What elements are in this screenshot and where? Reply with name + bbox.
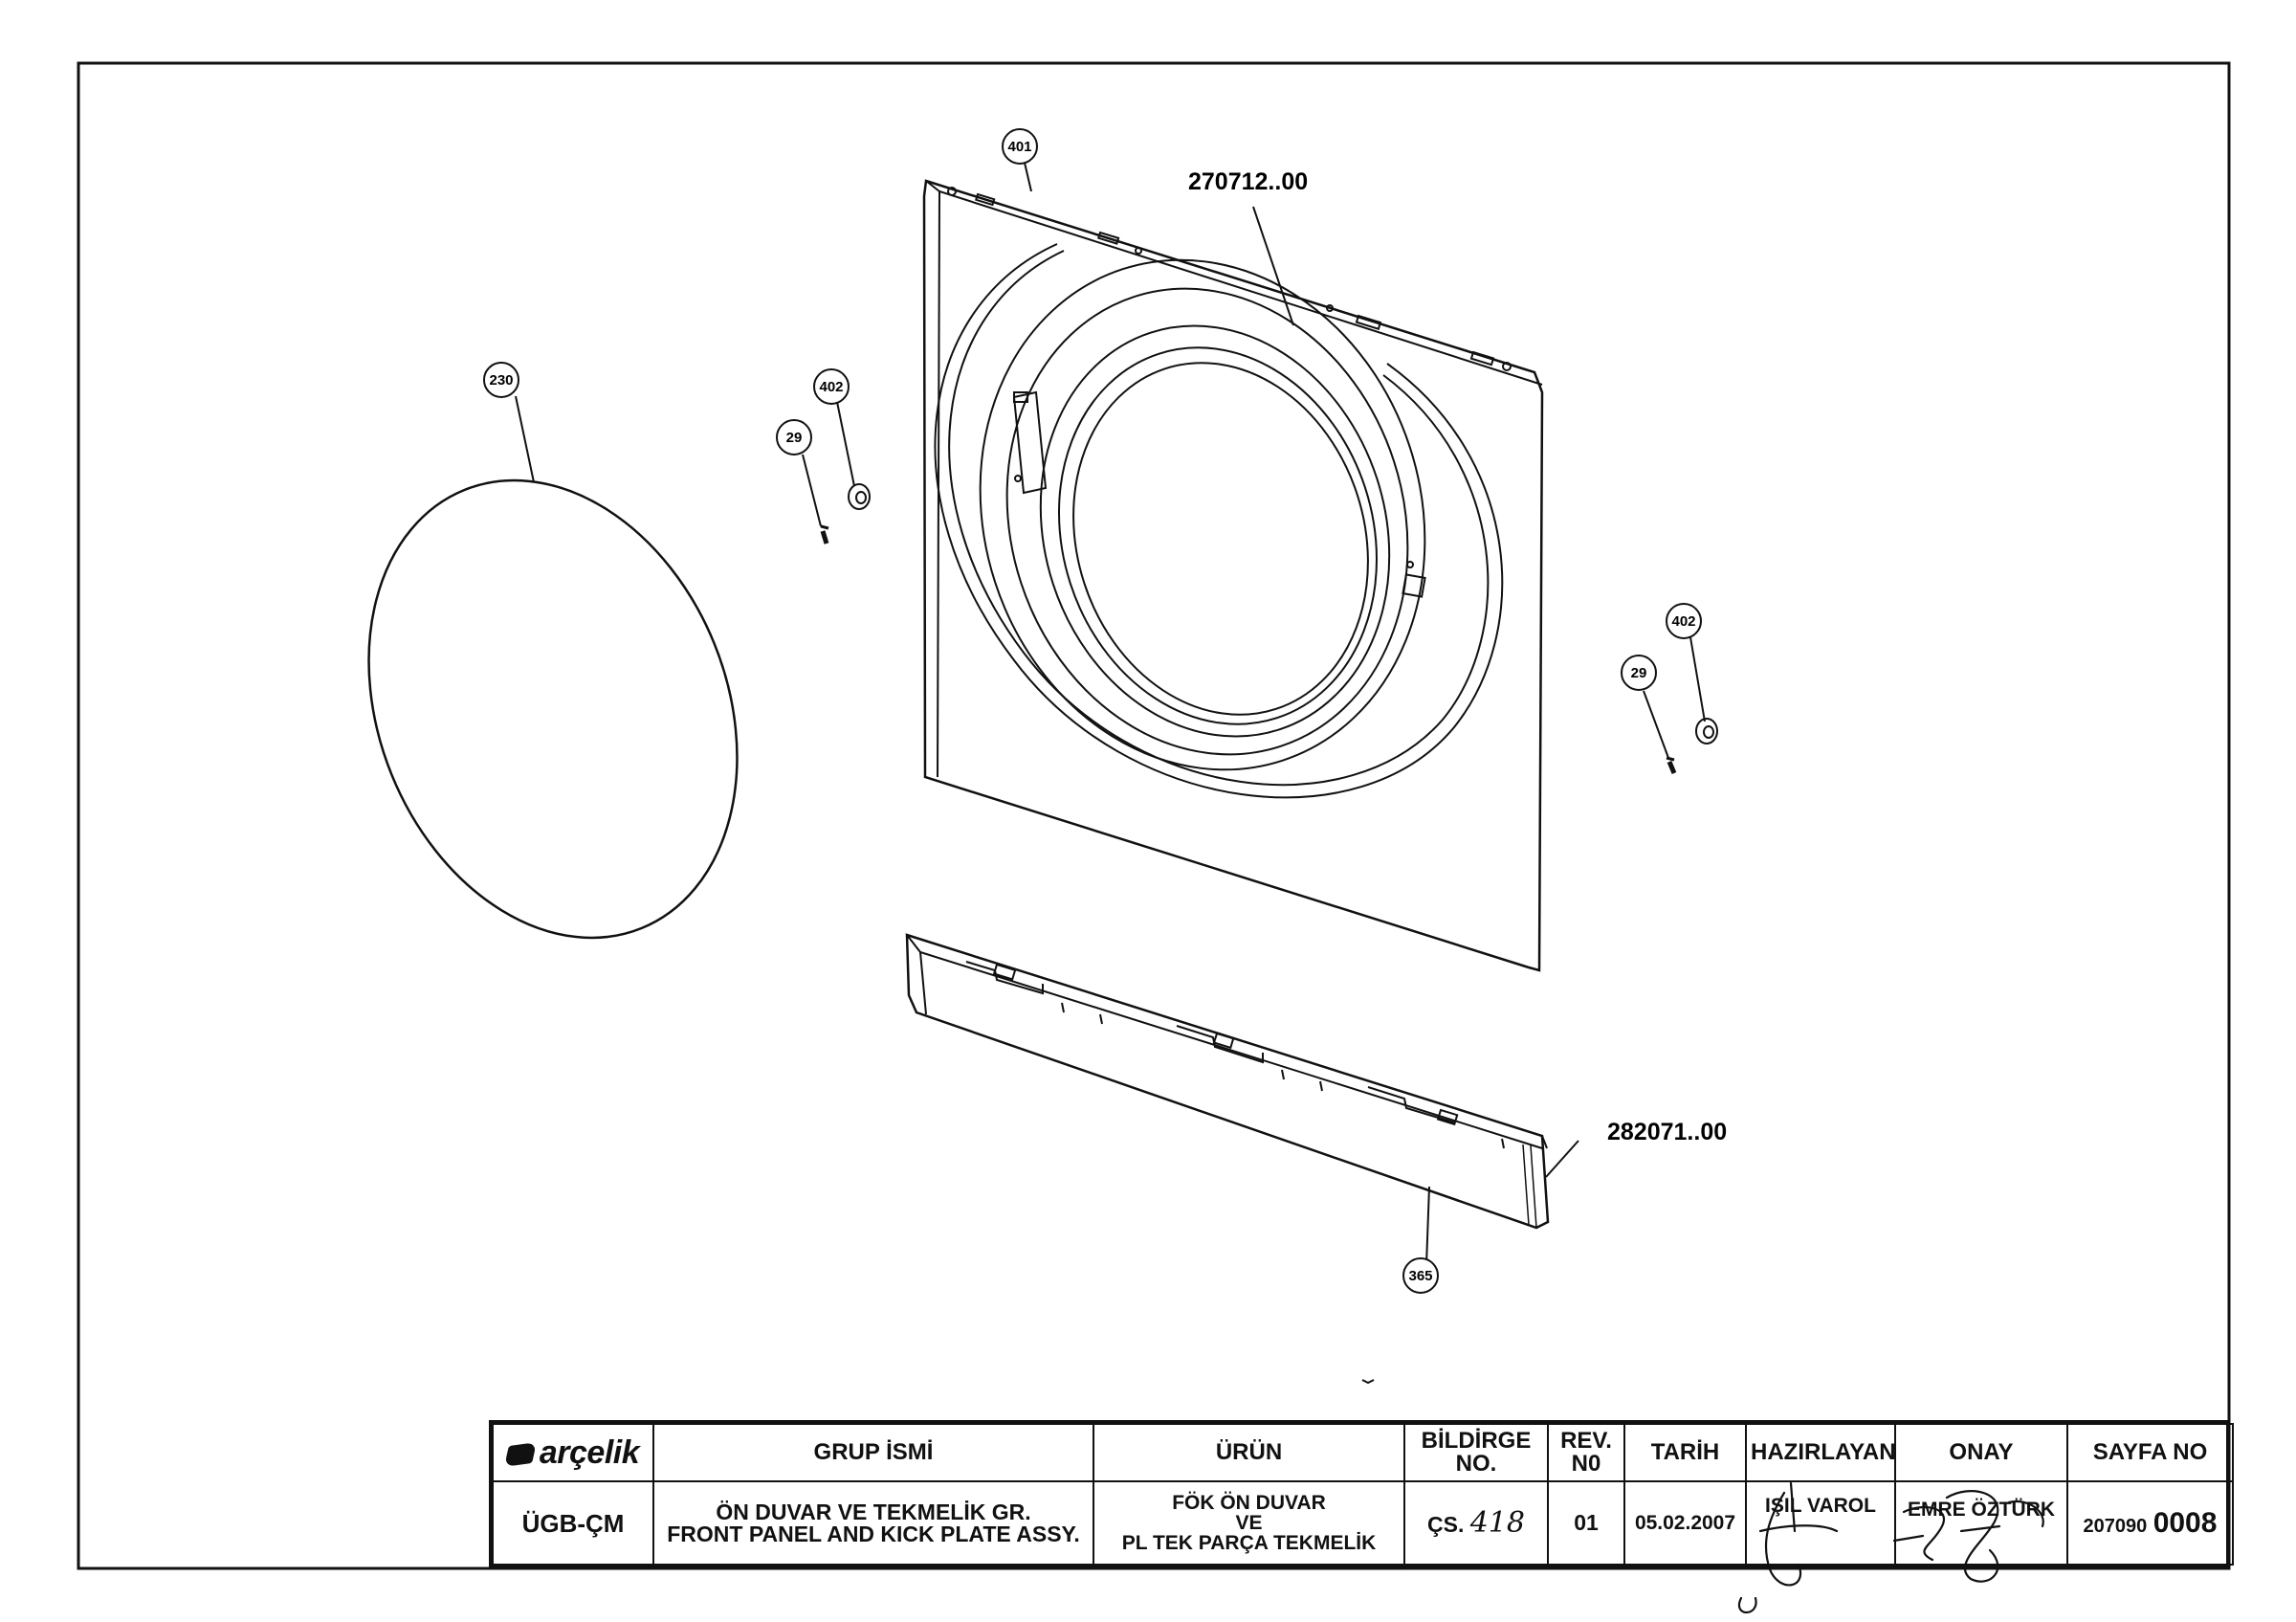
header-tarih: TARİH <box>1623 1423 1747 1482</box>
stray-mark <box>1361 1379 1375 1385</box>
brand-mark-icon <box>503 1442 537 1467</box>
callout-29-left-label: 29 <box>786 430 803 446</box>
part-number-kick-plate: 282071..00 <box>1607 1119 1727 1145</box>
callout-402-left: 402 <box>813 368 850 405</box>
approved-by: EMRE ÖZTÜRK <box>1894 1480 2068 1566</box>
drawing-border <box>77 61 2231 1570</box>
prepared-by: IŞIL VAROL <box>1745 1480 1896 1566</box>
callout-401-label: 401 <box>1007 139 1031 155</box>
header-sayfa-no: SAYFA NO <box>2066 1423 2234 1482</box>
callout-29-left: 29 <box>776 419 812 455</box>
callout-365-label: 365 <box>1408 1268 1432 1284</box>
callout-402-left-label: 402 <box>819 379 843 395</box>
callout-402-right: 402 <box>1666 603 1702 639</box>
callout-230-label: 230 <box>489 372 513 389</box>
door-glass-part <box>367 478 739 940</box>
group-code: ÜGB-ÇM <box>492 1480 654 1566</box>
header-hazirlayan: HAZIRLAYAN <box>1745 1423 1896 1482</box>
rev-no: 01 <box>1547 1480 1625 1566</box>
leader-lines <box>515 162 1706 1266</box>
header-rev: REV.N0 <box>1547 1423 1625 1482</box>
callout-402-right-label: 402 <box>1671 613 1695 630</box>
callout-29-right-label: 29 <box>1631 665 1647 681</box>
group-name: ÖN DUVAR VE TEKMELİK GR.FRONT PANEL AND … <box>652 1480 1094 1566</box>
nut-left-part <box>848 483 871 510</box>
date: 05.02.2007 <box>1623 1480 1747 1566</box>
front-panel-part <box>922 179 1544 972</box>
brand-logo: arçelik <box>492 1423 654 1482</box>
callout-230: 230 <box>483 362 519 398</box>
callout-401: 401 <box>1002 128 1038 165</box>
kick-plate-part <box>905 933 1550 1230</box>
screw-left-part <box>820 524 829 544</box>
header-grup-ismi: GRUP İSMİ <box>652 1423 1094 1482</box>
page-number: 207090 0008 <box>2066 1480 2234 1566</box>
callout-29-right: 29 <box>1621 655 1657 691</box>
bildirge-no: ÇS. 418 <box>1403 1480 1549 1566</box>
header-urun: ÜRÜN <box>1093 1423 1405 1482</box>
header-onay: ONAY <box>1894 1423 2068 1482</box>
nut-right-part <box>1695 718 1718 744</box>
callout-365: 365 <box>1402 1257 1439 1294</box>
part-number-front-panel: 270712..00 <box>1188 168 1308 195</box>
screw-right-part <box>1666 756 1677 774</box>
